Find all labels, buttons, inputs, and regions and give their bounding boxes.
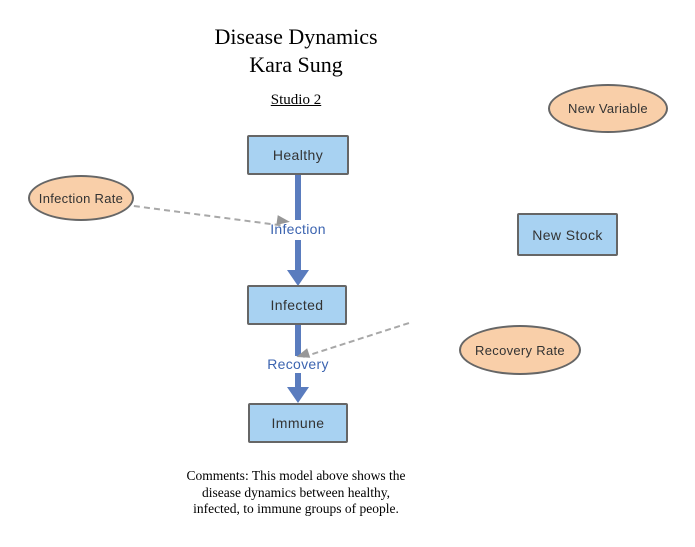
recovery-flow-pipe-lower — [295, 373, 301, 387]
variable-infection-rate[interactable]: Infection Rate — [28, 175, 134, 221]
infection-rate-connector-arrow-icon — [276, 215, 291, 227]
comments-line-2: disease dynamics between healthy, — [201, 484, 391, 500]
infection-flow-pipe-lower — [295, 240, 301, 270]
comments-block: Comments: This model above shows the dis… — [146, 468, 446, 518]
infection-flow-arrowhead-icon — [287, 270, 309, 286]
variable-recovery-rate-label: Recovery Rate — [475, 342, 565, 358]
recovery-flow-arrowhead-icon — [287, 387, 309, 403]
comments-line-1: Comments: This model above shows the — [186, 468, 406, 483]
infection-flow-pipe-upper — [295, 175, 301, 220]
variable-new-variable-label: New Variable — [568, 101, 648, 116]
model-title: Disease Dynamics — [214, 24, 378, 49]
title-block: Disease Dynamics Kara Sung Studio 2 — [146, 23, 446, 109]
stock-new-stock[interactable]: New Stock — [517, 213, 618, 256]
stock-new-stock-label: New Stock — [532, 226, 603, 243]
stock-healthy-label: Healthy — [272, 147, 324, 163]
variable-new-variable[interactable]: New Variable — [548, 84, 668, 133]
flow-label-recovery: Recovery — [267, 356, 329, 372]
stock-infected-label: Infected — [270, 297, 324, 313]
stock-immune[interactable]: Immune — [248, 403, 348, 443]
connector-recovery-rate-to-recovery — [303, 322, 410, 358]
stock-healthy[interactable]: Healthy — [247, 135, 349, 175]
connector-infection-rate-to-infection — [133, 205, 281, 227]
stock-immune-label: Immune — [271, 415, 325, 431]
recovery-flow-pipe-upper — [295, 325, 301, 356]
comments-line-3: infected, to immune groups of people. — [193, 501, 399, 516]
model-author: Kara Sung — [249, 52, 343, 77]
model-subtitle: Studio 2 — [270, 92, 322, 108]
stock-infected[interactable]: Infected — [247, 285, 347, 325]
variable-infection-rate-label: Infection Rate — [38, 190, 124, 206]
variable-recovery-rate[interactable]: Recovery Rate — [459, 325, 581, 375]
flow-label-infection: Infection — [270, 221, 326, 237]
